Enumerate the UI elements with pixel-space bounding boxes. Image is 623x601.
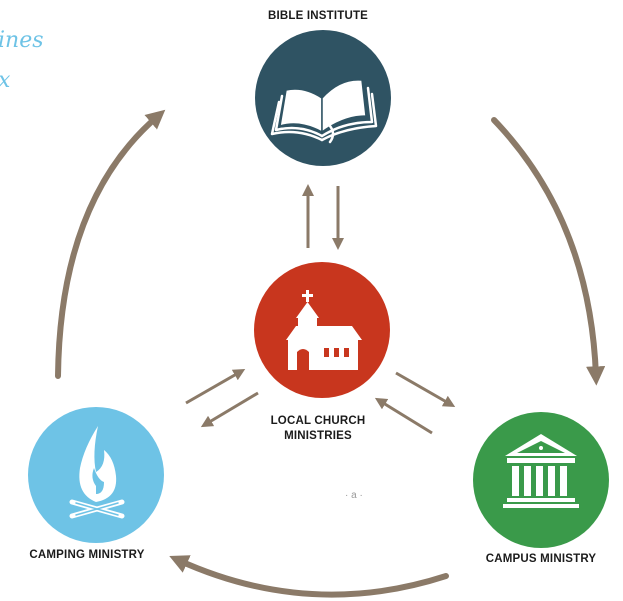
cycle-arrow-campus-to-camping: [169, 555, 449, 598]
cycle-arrow-bible-to-campus: [491, 117, 606, 386]
open-book-icon: [270, 79, 378, 144]
cropped-text-fragment-2: x: [0, 70, 10, 92]
local-church-label-line1: LOCAL CHURCH: [270, 415, 366, 427]
campfire-icon: [69, 426, 125, 519]
bible-institute-label: BIBLE INSTITUTE: [267, 10, 369, 22]
node-camping-ministry: [28, 407, 164, 543]
cycle-arrow-camping-to-bible: [55, 109, 166, 379]
arrow-camping-to-church: [185, 369, 246, 405]
camping-ministry-label: CAMPING MINISTRY: [29, 549, 145, 561]
node-local-church: [254, 262, 390, 398]
node-campus-ministry: [473, 412, 609, 548]
scan-artifact: · a ·: [345, 490, 363, 501]
classical-building-icon: [503, 434, 579, 508]
arrow-church-to-camping: [200, 391, 259, 428]
campus-ministry-label: CAMPUS MINISTRY: [485, 553, 597, 565]
arrow-campus-to-church: [374, 397, 433, 435]
cropped-text-fragment-1: ines: [0, 28, 44, 53]
local-church-label-line2: MINISTRIES: [284, 430, 352, 442]
arrow-church-to-campus: [395, 371, 456, 407]
church-icon: [286, 290, 362, 370]
local-church-label: LOCAL CHURCH MINISTRIES: [248, 414, 388, 444]
node-bible-institute: [255, 30, 391, 166]
